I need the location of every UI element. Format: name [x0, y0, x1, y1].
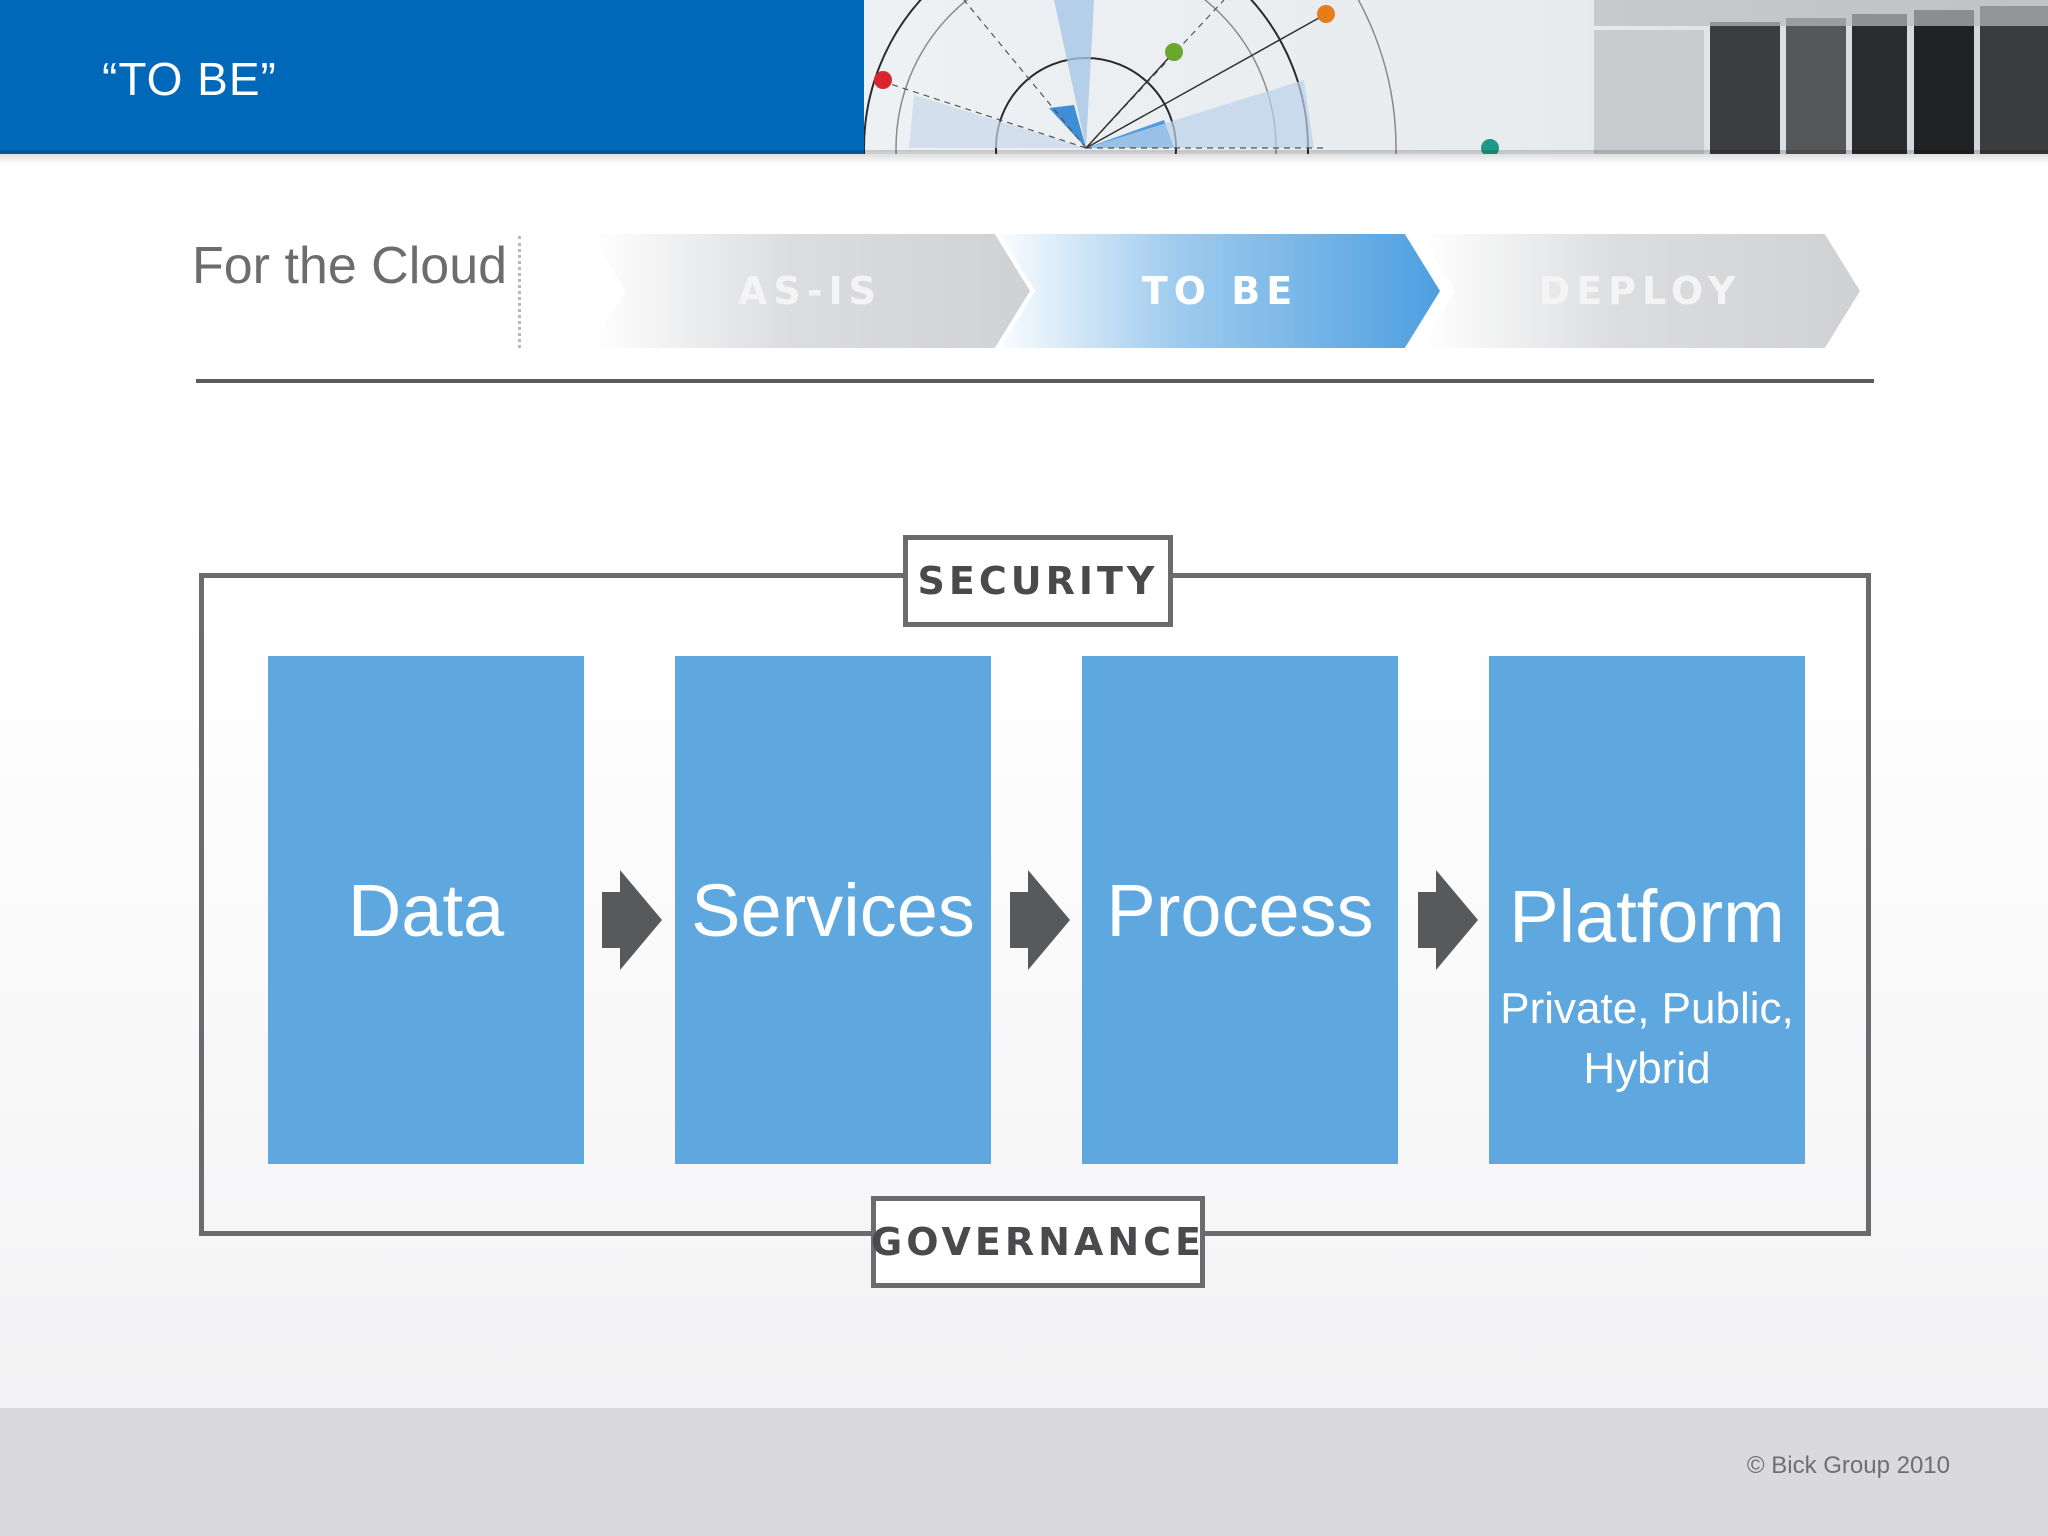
- arrow-right-icon: [1418, 870, 1478, 970]
- title-bar: “TO BE”: [0, 0, 864, 154]
- progress-stepper: AS-IS TO BE DEPLOY: [590, 234, 1870, 348]
- copyright-text: © Bick Group 2010: [1746, 1452, 1950, 1479]
- header-decorative-image: [864, 0, 2048, 154]
- step-deploy: DEPLOY: [1420, 234, 1860, 348]
- stage-title: Services: [691, 868, 975, 952]
- stage-data: Data: [268, 656, 584, 1164]
- slide-title: “TO BE”: [102, 53, 277, 105]
- governance-label: GOVERNANCE: [871, 1196, 1205, 1288]
- section-divider: [518, 236, 521, 348]
- header-rule: [196, 379, 1874, 383]
- security-label-text: SECURITY: [917, 559, 1159, 603]
- stage-title: Platform: [1509, 875, 1785, 958]
- stage-services: Services: [675, 656, 991, 1164]
- section-label: For the Cloud: [192, 237, 508, 295]
- slide-footer: [0, 1408, 2048, 1536]
- radar-datacenter-graphic: [864, 0, 2048, 154]
- arrow-right-icon: [1010, 870, 1070, 970]
- stage-title: Data: [347, 868, 505, 952]
- stage-process: Process: [1082, 656, 1398, 1164]
- header-shadow: [0, 150, 2048, 164]
- step-as-is: AS-IS: [590, 234, 1030, 348]
- stage-platform: Platform Private, Public, Hybrid: [1489, 656, 1805, 1164]
- stage-subtitle: Private, Public, Hybrid: [1500, 979, 1793, 1099]
- step-label: AS-IS: [737, 269, 883, 313]
- step-label: DEPLOY: [1538, 269, 1742, 313]
- stage-subtitle-line: Hybrid: [1583, 1044, 1711, 1093]
- stage-subtitle-line: Private, Public,: [1500, 984, 1794, 1033]
- stage-title: Process: [1106, 868, 1374, 952]
- step-to-be: TO BE: [1000, 234, 1440, 348]
- governance-label-text: GOVERNANCE: [871, 1220, 1205, 1264]
- arrow-right-icon: [602, 870, 662, 970]
- step-label: TO BE: [1141, 269, 1299, 313]
- security-label: SECURITY: [903, 535, 1173, 627]
- slide-header: “TO BE”: [0, 0, 2048, 164]
